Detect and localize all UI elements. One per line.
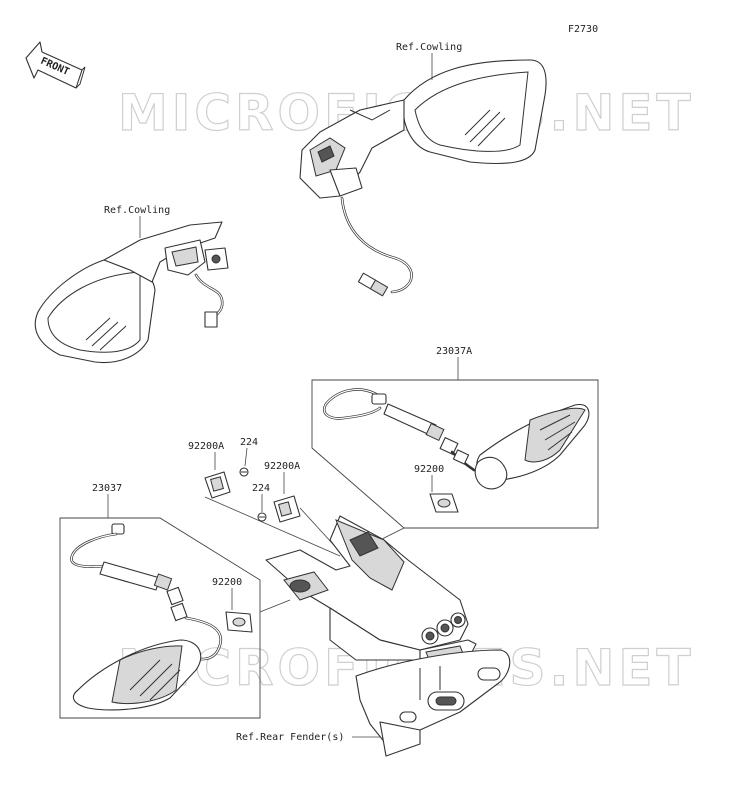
bolt-224-bottom	[257, 512, 267, 522]
part-224-bottom-label: 224	[252, 483, 270, 494]
bolt-224-top	[239, 467, 249, 477]
part-224-top-label: 224	[240, 437, 258, 448]
turn-signal-left	[70, 523, 223, 711]
part-92200-left-label: 92200	[212, 577, 242, 588]
mirror-right	[299, 59, 547, 199]
turn-signal-right	[323, 388, 590, 490]
mirror-left-connector	[204, 311, 218, 328]
part-92200A-right-label: 92200A	[264, 461, 300, 472]
mirror-left	[34, 221, 229, 364]
grommet-92200-right	[429, 493, 459, 513]
plate-92200A-right	[273, 495, 301, 523]
front-arrow-icon: FRONT	[25, 41, 86, 89]
grommet-92200-left	[225, 611, 253, 633]
rear-fender	[265, 515, 511, 757]
part-23037A-label: 23037A	[436, 346, 472, 357]
ref-rear-fender-label: Ref.Rear Fender(s)	[236, 732, 344, 743]
part-23037-label: 23037	[92, 483, 122, 494]
plate-92200A-left	[204, 471, 231, 499]
ref-cowling-left-label: Ref.Cowling	[104, 205, 170, 216]
part-92200-right-label: 92200	[414, 464, 444, 475]
box-23037	[59, 517, 261, 719]
mirror-right-connector	[357, 272, 389, 297]
box-23037A	[311, 379, 599, 529]
figure-code: F2730	[568, 24, 598, 35]
part-92200A-left-label: 92200A	[188, 441, 224, 452]
ref-cowling-right-label: Ref.Cowling	[396, 42, 462, 53]
